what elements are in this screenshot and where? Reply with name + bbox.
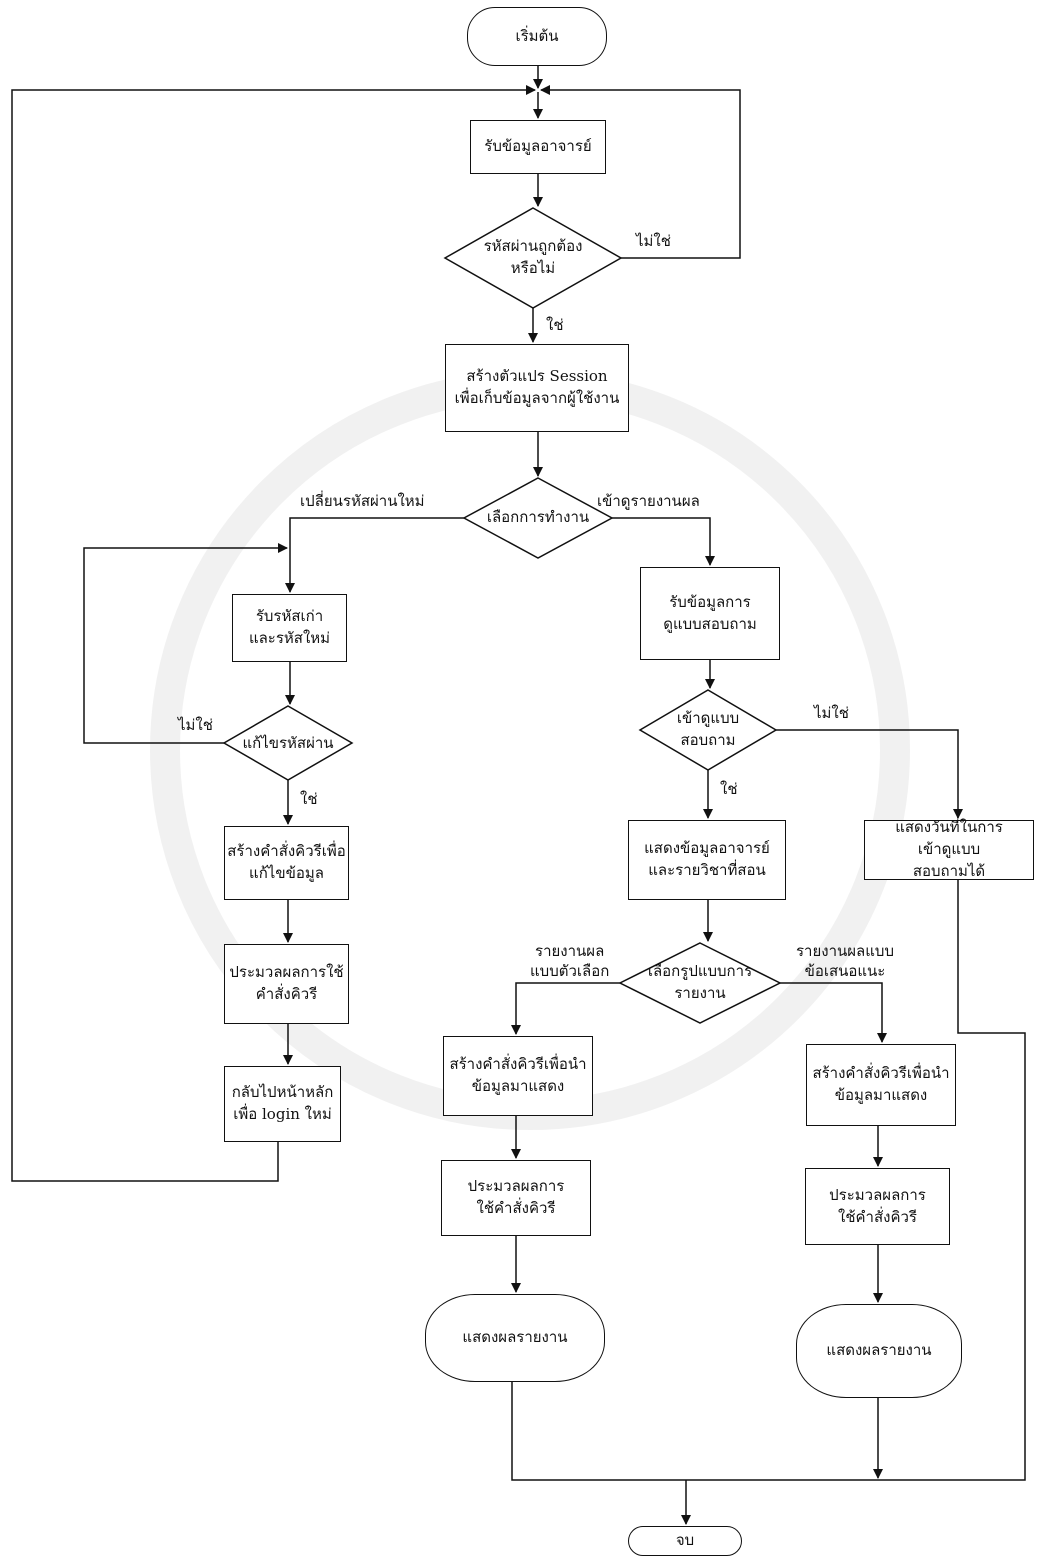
edge-label-report-suggestion-line1: รายงานผลแบบ: [796, 942, 894, 960]
receive-teacher-data-label: รับข้อมูลอาจารย์: [484, 137, 592, 156]
create-session-box: สร้างตัวแปร Session เพื่อเก็บข้อมูลจากผู…: [445, 344, 629, 432]
process-query-left-line2: คำสั่งคิวรี: [255, 985, 318, 1003]
process-query-mid-line2: ใช้คำสั่งคิวรี: [476, 1199, 556, 1217]
back-to-main-line1: กลับไปหน้าหลัก: [231, 1083, 334, 1102]
report-format-line1: เลือกรูปแบบการ: [647, 962, 753, 981]
password-check-line1: รหัสผ่านถูกต้อง: [483, 237, 583, 256]
edge-label-edit-yes: ใช่: [300, 790, 318, 808]
process-query-mid-box: ประมวลผลการ ใช้คำสั่งคิวรี: [441, 1160, 591, 1236]
report-format-diamond: [618, 942, 782, 1024]
show-allowed-dates-line1: แสดงวันที่ในการ: [895, 818, 1003, 837]
password-check-text: รหัสผ่านถูกต้อง หรือไม่: [458, 230, 608, 286]
password-check-line2: หรือไม่: [510, 259, 556, 277]
process-query-right-box: ประมวลผลการ ใช้คำสั่งคิวรี: [805, 1168, 950, 1245]
receive-passwords-line2: และรหัสใหม่: [248, 629, 331, 647]
show-allowed-dates-line2: เข้าดูแบบ: [917, 840, 981, 859]
end-label: จบ: [675, 1531, 695, 1550]
process-query-right-line1: ประมวลผลการ: [829, 1185, 926, 1204]
start-label: เริ่มต้น: [515, 26, 559, 45]
edge-label-survey-no: ไม่ใช่: [814, 704, 849, 722]
enter-survey-line1: เข้าดูแบบ: [676, 709, 740, 728]
show-teacher-subjects-line2: และรายวิชาที่สอน: [648, 861, 766, 879]
create-session-line1: สร้างตัวแปร Session: [466, 367, 608, 386]
enter-survey-line2: สอบถาม: [680, 731, 736, 749]
edit-password-text: แก้ไขรหัสผ่าน: [234, 730, 342, 758]
edge-label-report-choice: รายงานผล แบบตัวเลือก: [530, 942, 609, 981]
create-query-right-line1: สร้างคำสั่งคิวรีเพื่อนำ: [812, 1064, 950, 1083]
edge-label-report-suggestion: รายงานผลแบบ ข้อเสนอแนะ: [796, 942, 894, 981]
back-to-main-line2: เพื่อ login ใหม่: [233, 1105, 332, 1123]
enter-survey-text: เข้าดูแบบ สอบถาม: [654, 706, 762, 754]
create-query-right-box: สร้างคำสั่งคิวรีเพื่อนำ ข้อมูลมาแสดง: [806, 1044, 956, 1126]
receive-passwords-box: รับรหัสเก่า และรหัสใหม่: [232, 594, 347, 662]
create-query-right-line2: ข้อมูลมาแสดง: [834, 1086, 928, 1104]
create-query-mid-line2: ข้อมูลมาแสดง: [471, 1077, 565, 1095]
show-report-right-label: แสดงผลรายงาน: [826, 1341, 932, 1360]
show-teacher-subjects-line1: แสดงข้อมูลอาจารย์: [644, 839, 770, 858]
receive-survey-view-line2: ดูแบบสอบถาม: [663, 614, 757, 633]
edge-label-password-yes: ใช่: [546, 316, 564, 334]
edge-label-report-choice-line1: รายงานผล: [535, 942, 605, 960]
choose-action-text: เลือกการทำงาน: [474, 504, 602, 532]
edge-label-password-no: ไม่ใช่: [636, 232, 671, 250]
choose-action-label: เลือกการทำงาน: [486, 508, 590, 527]
receive-survey-view-line1: รับข้อมูลการ: [669, 592, 751, 611]
create-update-query-line2: แก้ไขข้อมูล: [249, 864, 324, 882]
back-to-main-box: กลับไปหน้าหลัก เพื่อ login ใหม่: [224, 1066, 341, 1142]
show-report-mid-label: แสดงผลรายงาน: [462, 1328, 568, 1347]
edge-label-view-report: เข้าดูรายงานผล: [597, 492, 700, 510]
create-session-line2: เพื่อเก็บข้อมูลจากผู้ใช้งาน: [454, 389, 620, 407]
edit-password-label: แก้ไขรหัสผ่าน: [242, 734, 334, 753]
process-query-mid-line1: ประมวลผลการ: [467, 1177, 565, 1196]
edge-label-report-suggestion-line2: ข้อเสนอแนะ: [804, 961, 886, 980]
receive-teacher-data-box: รับข้อมูลอาจารย์: [470, 120, 606, 174]
edge-label-change-password: เปลี่ยนรหัสผ่านใหม่: [300, 492, 425, 510]
create-update-query-line1: สร้างคำสั่งคิวรีเพื่อ: [227, 842, 346, 861]
show-teacher-subjects-box: แสดงข้อมูลอาจารย์ และรายวิชาที่สอน: [628, 820, 786, 900]
create-query-mid-line1: สร้างคำสั่งคิวรีเพื่อนำ: [449, 1055, 587, 1074]
show-report-right-display: แสดงผลรายงาน: [796, 1304, 962, 1398]
report-format-line2: รายงาน: [674, 984, 726, 1002]
edge-label-survey-yes: ใช่: [720, 780, 738, 798]
show-allowed-dates-line3: สอบถามได้: [912, 861, 986, 880]
receive-survey-view-box: รับข้อมูลการ ดูแบบสอบถาม: [640, 567, 780, 660]
report-format-text: เลือกรูปแบบการ รายงาน: [636, 958, 764, 1008]
edge-label-report-choice-line2: แบบตัวเลือก: [530, 961, 610, 980]
start-terminal: เริ่มต้น: [467, 7, 607, 66]
create-update-query-box: สร้างคำสั่งคิวรีเพื่อ แก้ไขข้อมูล: [224, 826, 349, 900]
end-terminal: จบ: [628, 1526, 742, 1556]
show-report-mid-display: แสดงผลรายงาน: [425, 1294, 605, 1382]
edge-label-edit-no: ไม่ใช่: [178, 716, 213, 734]
process-query-left-box: ประมวลผลการใช้ คำสั่งคิวรี: [224, 944, 349, 1024]
process-query-right-line2: ใช้คำสั่งคิวรี: [838, 1207, 917, 1226]
process-query-left-line1: ประมวลผลการใช้: [229, 963, 344, 982]
create-query-mid-box: สร้างคำสั่งคิวรีเพื่อนำ ข้อมูลมาแสดง: [443, 1036, 593, 1116]
receive-passwords-line1: รับรหัสเก่า: [255, 607, 324, 626]
choose-action-diamond: [462, 477, 614, 559]
show-allowed-dates-box: แสดงวันที่ในการ เข้าดูแบบ สอบถามได้: [864, 818, 1034, 880]
